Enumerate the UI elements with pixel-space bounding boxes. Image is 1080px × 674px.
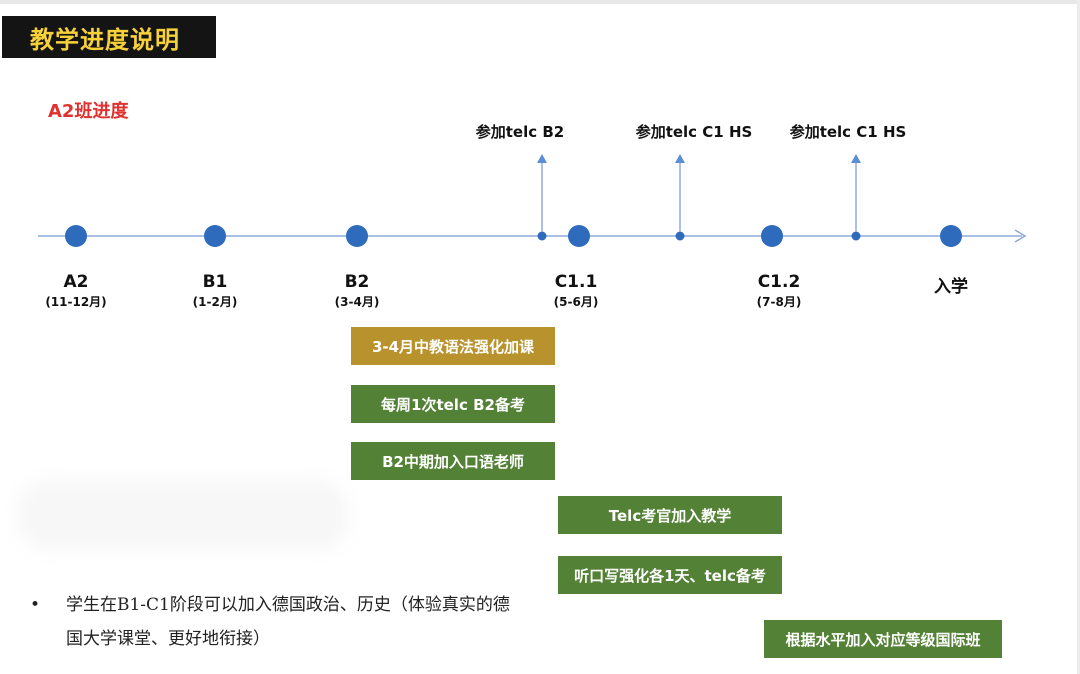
background-smudge	[18, 480, 348, 550]
node-label-b1: B1	[202, 272, 228, 292]
bullet-note: • 学生在B1-C1阶段可以加入德国政治、历史（体验真实的德国大学课堂、更好地衔…	[30, 588, 510, 656]
bar-weekly-b2-prep: 每周1次telc B2备考	[351, 385, 555, 423]
exam-label-3: 参加telc C1 HS	[789, 123, 907, 141]
bar-oral-teacher: B2中期加入口语老师	[351, 442, 555, 480]
top-border	[0, 0, 1080, 4]
node-range-c12: (7-8月)	[756, 295, 802, 309]
class-subtitle: A2班进度	[48, 101, 129, 122]
node-a2-dot	[65, 225, 87, 247]
exam-label-2: 参加telc C1 HS	[635, 123, 753, 141]
bar-grammar-intensive: 3-4月中教语法强化加课	[351, 327, 555, 365]
node-c12-dot	[761, 225, 783, 247]
exam-arrowhead-3	[851, 154, 861, 163]
node-label-a2: A2	[63, 272, 89, 292]
node-range-b2: (3-4月)	[334, 295, 380, 309]
exam-point-3	[851, 231, 861, 241]
right-border	[1077, 0, 1080, 674]
node-label-c12: C1.2	[757, 272, 801, 292]
page-title: 教学进度说明	[2, 16, 216, 58]
bar-international-class: 根据水平加入对应等级国际班	[764, 620, 1002, 658]
node-range-c11: (5-6月)	[553, 295, 599, 309]
exam-label-1: 参加telc B2	[475, 123, 565, 141]
node-label-b2: B2	[344, 272, 370, 292]
exam-arrowhead-2	[675, 154, 685, 163]
exam-arrowhead-1	[537, 154, 547, 163]
bar-skills-intensive: 听口写强化各1天、telc备考	[558, 556, 782, 594]
node-b2-dot	[346, 225, 368, 247]
node-b1-dot	[204, 225, 226, 247]
node-label-enroll: 入学	[934, 277, 968, 297]
bar-examiner-teaching: Telc考官加入教学	[558, 496, 782, 534]
node-range-a2: (11-12月)	[45, 295, 107, 309]
node-range-b1: (1-2月)	[192, 295, 238, 309]
bullet-mark: •	[30, 595, 41, 615]
bullet-note-text: 学生在B1-C1阶段可以加入德国政治、历史（体验真实的德国大学课堂、更好地衔接）	[66, 595, 510, 649]
node-label-c11: C1.1	[554, 272, 598, 292]
exam-point-2	[675, 231, 685, 241]
timeline-arrowhead	[1014, 229, 1027, 243]
exam-point-1	[537, 231, 547, 241]
node-c11-dot	[568, 225, 590, 247]
node-enroll-dot	[940, 225, 962, 247]
